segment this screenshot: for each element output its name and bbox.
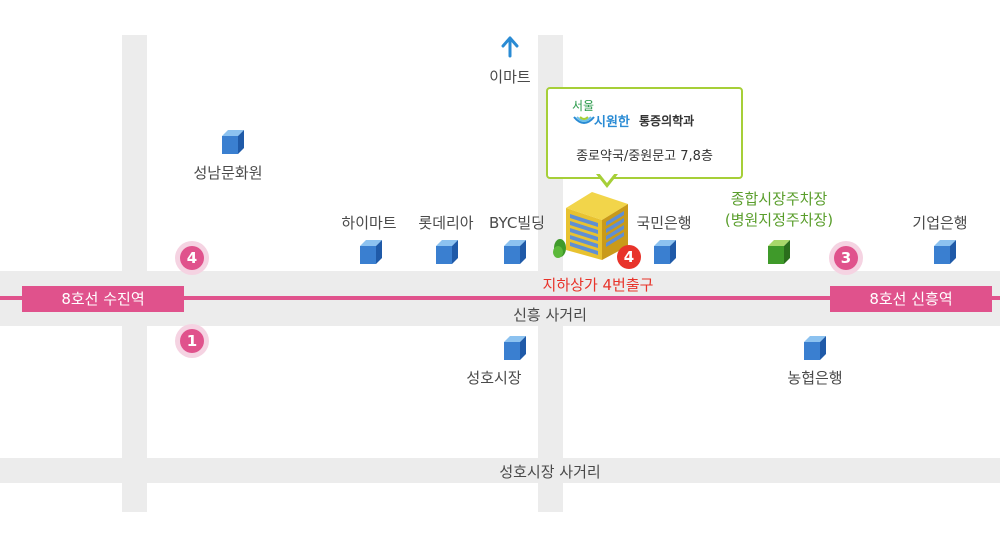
- station-sinheung[interactable]: 8호선 신흥역: [830, 286, 992, 312]
- label-byc-building: BYC빌딩: [489, 214, 545, 232]
- label-kookmin-bank: 국민은행: [636, 214, 692, 232]
- logo-text-top: 서울: [572, 99, 595, 113]
- clinic-logo: 서울 시원한 통증의학과: [572, 97, 732, 131]
- building-cube-icon: [436, 240, 458, 264]
- label-himart: 하이마트: [341, 214, 397, 232]
- exit-4-marker: 4: [180, 246, 204, 270]
- building-cube-icon: [504, 336, 526, 360]
- exit-1-marker: 1: [180, 329, 204, 353]
- building-cube-icon: [934, 240, 956, 264]
- building-cube-icon: [504, 240, 526, 264]
- clinic-name: 통증의학과: [639, 114, 695, 128]
- road-horizontal-bottom: [0, 458, 1000, 483]
- logo-text-main: 시원한: [594, 115, 630, 130]
- label-seongnam-culture-center: 성남문화원: [193, 164, 263, 182]
- building-cube-icon: [360, 240, 382, 264]
- label-seongho-market: 성호시장: [466, 369, 522, 387]
- exit-4-building-marker: 4: [617, 245, 641, 269]
- station-sujin[interactable]: 8호선 수진역: [22, 286, 184, 312]
- building-cube-icon: [654, 240, 676, 264]
- metro-line-8: [0, 296, 1000, 300]
- label-parking-line2: (병원지정주차장): [724, 211, 834, 229]
- label-emart: 이마트: [489, 68, 531, 86]
- clinic-address: 종로약국/중원문고 7,8층: [576, 149, 713, 164]
- building-cube-icon: [804, 336, 826, 360]
- label-parking-line1: 종합시장주차장: [730, 190, 828, 208]
- label-nonghyup-bank: 농협은행: [787, 369, 843, 387]
- label-sinheung-intersection: 신흥 사거리: [513, 306, 587, 324]
- callout-tail-inner: [599, 173, 615, 183]
- label-parking: 종합시장주차장 (병원지정주차장): [725, 189, 833, 231]
- clinic-callout: 서울 시원한 통증의학과 종로약국/중원문고 7,8층: [546, 87, 743, 179]
- label-lotteria: 롯데리아: [418, 214, 474, 232]
- wave-logo-icon: [573, 116, 595, 124]
- label-ibk-bank: 기업은행: [912, 214, 968, 232]
- parking-cube-icon: [768, 240, 790, 264]
- label-underground-exit: 지하상가 4번출구: [542, 276, 654, 294]
- label-seongho-intersection: 성호시장 사거리: [499, 463, 601, 481]
- exit-3-marker: 3: [834, 246, 858, 270]
- arrow-up-icon: [501, 36, 519, 58]
- building-cube-icon: [222, 130, 244, 154]
